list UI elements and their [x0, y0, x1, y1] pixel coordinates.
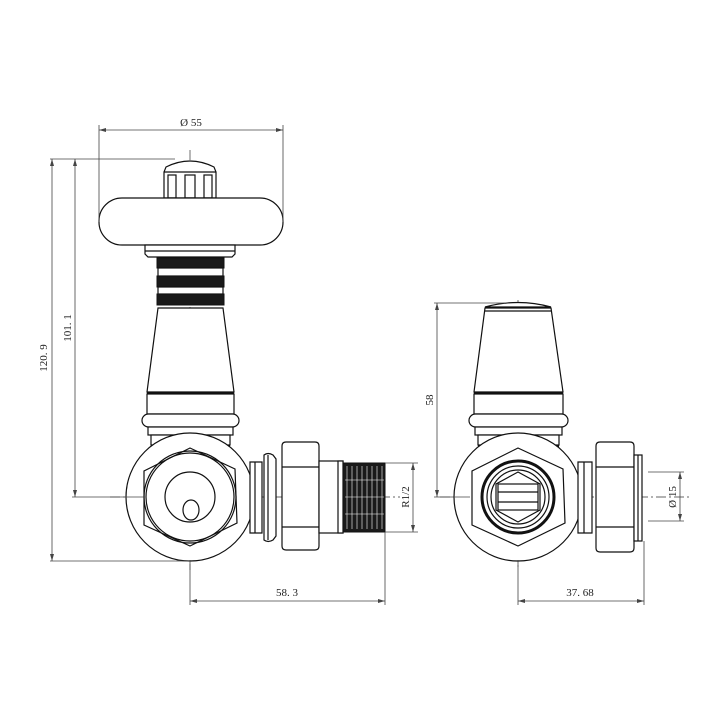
- dim-label-55: Ø 55: [180, 117, 202, 129]
- dim-label-15: Ø 15: [667, 486, 679, 508]
- dim-label-120-9: 120. 9: [38, 344, 50, 372]
- dim-label-37-68: 37. 68: [566, 587, 594, 599]
- knurled-rings: [156, 257, 225, 306]
- dim-label-58-3: 58. 3: [276, 587, 299, 599]
- dim-label-r12: R1/2: [400, 486, 412, 507]
- valve-body: [146, 307, 235, 393]
- dim-label-101-1: 101. 1: [62, 314, 74, 342]
- valve-head: [98, 197, 284, 246]
- side-connector: [249, 441, 386, 551]
- dim-label-58: 58: [424, 394, 436, 406]
- dim-centre-height: 101. 1: [62, 159, 145, 498]
- dim-side-length: 37. 68: [517, 541, 645, 605]
- dim-side-height: 58: [424, 302, 505, 498]
- dim-thread: R1/2: [385, 462, 418, 533]
- front-view: Ø 55 120. 9 101. 1 58. 3: [38, 117, 418, 605]
- side-view: 58 37. 68 Ø 15: [424, 300, 690, 605]
- dim-head-diameter: Ø 55: [98, 117, 284, 222]
- cap-knob: [163, 160, 217, 199]
- dim-overall-height: 120. 9: [38, 158, 190, 562]
- dim-horizontal-length: 58. 3: [189, 532, 386, 605]
- dim-pipe-diameter: Ø 15: [648, 471, 684, 522]
